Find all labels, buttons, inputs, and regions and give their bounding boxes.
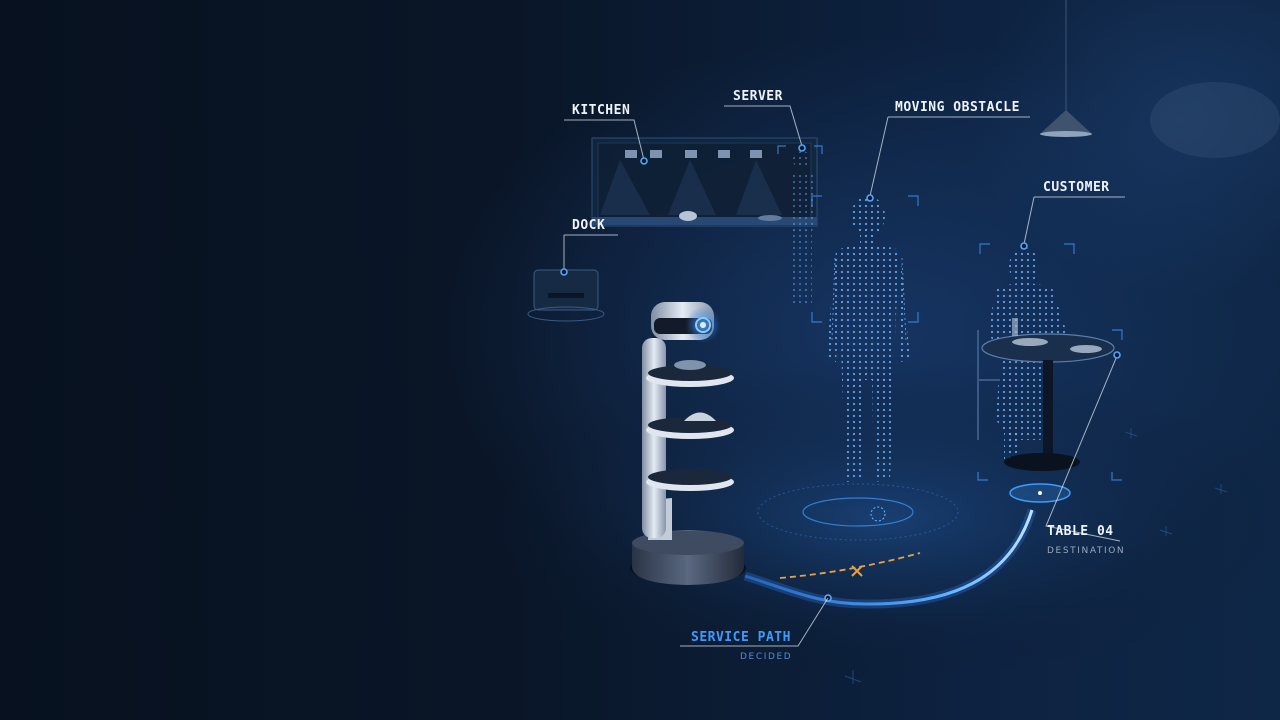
server-figure	[790, 151, 814, 305]
table-label: TABLE 04	[1047, 524, 1114, 539]
blocked-x-icon	[851, 565, 863, 577]
background-lamp	[1150, 82, 1280, 158]
kitchen-label: KITCHEN	[572, 103, 631, 118]
obstacle-brackets	[811, 195, 919, 323]
dock-station	[527, 269, 605, 322]
floor-glow	[460, 360, 1280, 680]
customer-label: CUSTOMER	[1043, 180, 1110, 195]
table-04	[981, 318, 1115, 471]
floor-markers	[844, 428, 1228, 684]
server-label: SERVER	[733, 89, 783, 104]
service-path-sublabel: DECIDED	[740, 652, 793, 662]
pendant-lamp	[1040, 0, 1092, 137]
service-path-line	[744, 509, 1034, 606]
kitchen-counter	[591, 137, 818, 227]
callout-leaders	[563, 105, 1125, 647]
service-robot	[630, 302, 746, 585]
dock-label: DOCK	[572, 218, 606, 233]
rejected-path	[779, 552, 921, 579]
server-brackets	[777, 145, 823, 154]
customer-brackets	[977, 243, 1123, 481]
destination-dot	[1038, 491, 1042, 495]
callout-nodes	[560, 144, 1121, 359]
moving-obstacle-label: MOVING OBSTACLE	[895, 100, 1020, 115]
table-sublabel: DESTINATION	[1047, 546, 1126, 556]
service-path-label: SERVICE PATH	[691, 630, 791, 645]
moving-obstacle-figure	[757, 196, 959, 541]
